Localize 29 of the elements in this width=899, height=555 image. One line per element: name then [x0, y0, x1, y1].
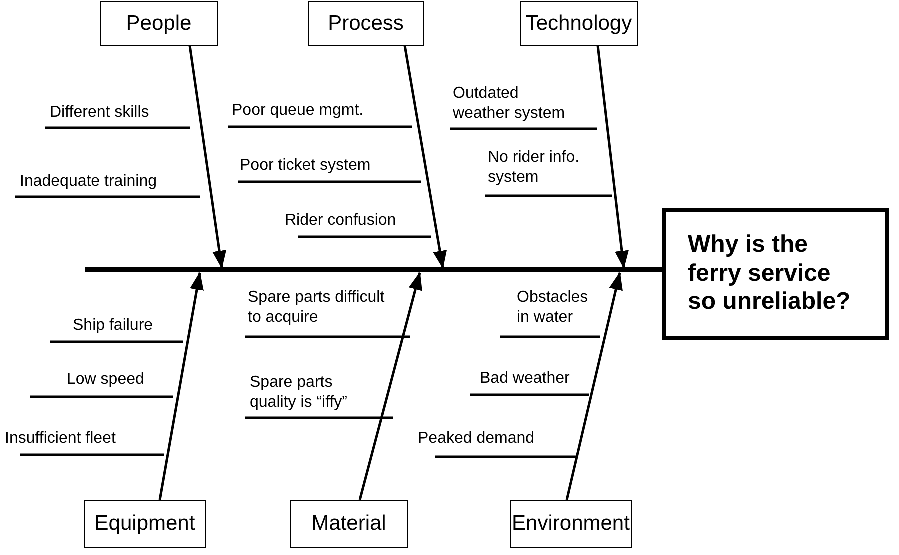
cause-label: Bad weather	[480, 369, 571, 389]
cause-label: Poor ticket system	[240, 156, 372, 176]
effect-box: Why is the ferry service so unreliable?	[662, 208, 889, 340]
spine-line	[85, 268, 662, 272]
cause-label: No rider info. system	[488, 148, 580, 188]
cause-label: Rider confusion	[285, 211, 398, 231]
arrow	[188, 46, 226, 269]
category-box: Process	[308, 1, 424, 46]
arrow	[358, 272, 422, 500]
category-box: Equipment	[84, 500, 206, 548]
cause-label: Different skills	[50, 103, 150, 123]
category-box: Technology	[520, 1, 638, 46]
cause-label: Poor queue mgmt.	[232, 101, 365, 121]
cause-label: Low speed	[67, 370, 146, 390]
cause-label: Ship failure	[73, 316, 154, 336]
arrow	[596, 46, 629, 269]
cause-label: Insufficient fleet	[5, 429, 117, 449]
arrow	[158, 272, 204, 500]
cause-label: Obstacles in water	[517, 288, 590, 328]
cause-label: Inadequate training	[20, 172, 158, 192]
category-box: Material	[290, 500, 408, 548]
cause-label: Outdated weather system	[453, 84, 566, 124]
cause-label: Spare parts quality is “iffy”	[250, 373, 349, 413]
category-box: Environment	[510, 500, 632, 548]
arrow	[404, 46, 448, 269]
cause-label: Peaked demand	[418, 429, 536, 449]
cause-label: Spare parts difficult to acquire	[248, 288, 386, 328]
arrow	[566, 272, 623, 500]
category-box: People	[100, 1, 218, 46]
